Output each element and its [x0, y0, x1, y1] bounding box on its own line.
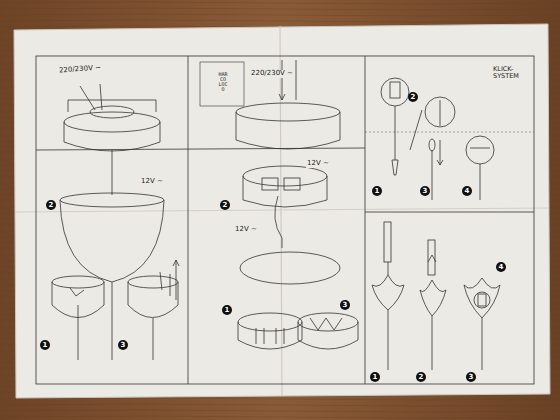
callout-number: 4	[462, 186, 472, 196]
chandelier-illustration	[52, 84, 179, 360]
voltage-label: 12V ~	[306, 160, 330, 168]
bulb-klick-illustration	[381, 78, 494, 200]
system-label: KLICK-SYSTEM	[492, 66, 528, 80]
panel-frame	[36, 56, 534, 384]
callout-number: 2	[220, 200, 230, 210]
callout-number: 1	[40, 340, 50, 350]
paper-sheet	[14, 24, 550, 398]
callout-number: 3	[420, 186, 430, 196]
callout-number: 1	[370, 372, 380, 382]
voltage-label: 220/230V ~	[58, 64, 102, 75]
canopy-transformer-illustration	[200, 60, 358, 349]
callout-number: 3	[466, 372, 476, 382]
callout-number: 3	[118, 340, 128, 350]
callout-number: 2	[46, 200, 56, 210]
voltage-label: 12V ~	[140, 178, 164, 186]
callout-number: 2	[408, 92, 418, 102]
voltage-label: 220/230V ~	[250, 70, 294, 78]
callout-number: 1	[372, 186, 382, 196]
callout-number: 1	[222, 305, 232, 315]
callout-number: 4	[496, 262, 506, 272]
callout-number: 2	[416, 372, 426, 382]
voltage-label: 12V ~	[234, 226, 258, 234]
callout-number: 3	[340, 300, 350, 310]
brand-logo: HARCO LOCO	[217, 72, 229, 92]
tulip-shade-illustration	[372, 222, 500, 370]
fold-line	[15, 208, 549, 212]
